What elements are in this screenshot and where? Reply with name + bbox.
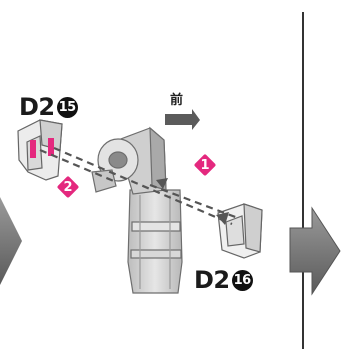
part-code: D2	[194, 266, 230, 294]
next-step-arrow-icon	[290, 208, 340, 294]
part-label-d2-16: D2 16	[194, 266, 253, 294]
part-label-d2-15: D2 15	[19, 93, 78, 121]
main-part	[92, 128, 182, 293]
direction-label: 前	[170, 89, 183, 108]
part-number-badge: 15	[57, 97, 78, 118]
step-badge-1: 1	[194, 154, 216, 176]
prev-step-arrow-icon	[0, 197, 22, 285]
part-number-badge: 16	[232, 270, 253, 291]
part-d2-16	[218, 204, 262, 258]
step-badge-2: 2	[57, 176, 79, 198]
direction-arrow-icon	[165, 109, 200, 130]
step-number: 2	[63, 180, 72, 195]
step-number: 1	[200, 158, 209, 173]
part-code: D2	[19, 93, 55, 121]
